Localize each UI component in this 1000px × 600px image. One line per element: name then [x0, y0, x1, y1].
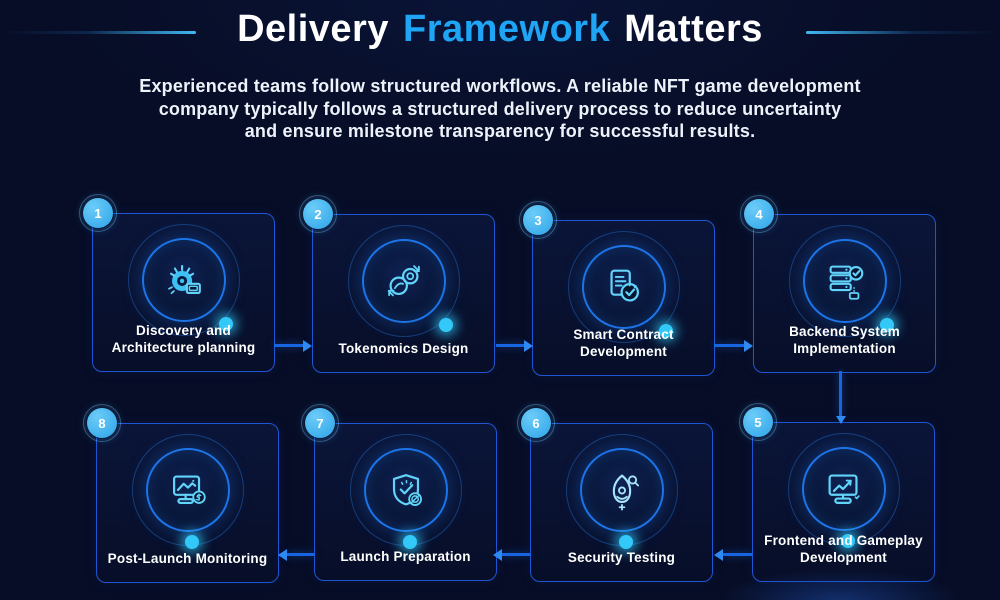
title-decor-line-right	[806, 31, 1000, 34]
launch-shield-icon	[392, 474, 422, 506]
emblem-glow-dot	[402, 535, 417, 549]
step-card-security: 6 Security Testing	[517, 404, 713, 582]
emblem-inner-circle	[145, 448, 230, 532]
emblem-outer-ring	[788, 225, 901, 337]
step-number-badge: 3	[519, 201, 557, 239]
flow-arrow-2-to-3	[496, 344, 524, 347]
emblem-glow-dot	[840, 534, 855, 548]
emblem-outer-ring	[127, 224, 240, 336]
step-label: Discovery and Architecture planning	[111, 323, 256, 355]
step-card-frontend: 5 Frontend and Gameplay Development	[739, 403, 935, 582]
flow-arrow-6-to-7	[502, 553, 530, 556]
step-icon-emblem	[787, 433, 900, 548]
step-number-badge: 7	[301, 404, 339, 442]
step-icon-emblem	[349, 434, 462, 549]
step-label: Frontend and Gameplay Development	[764, 533, 923, 565]
title-word-framework: Framework	[402, 8, 611, 50]
step-label: Smart Contract Development	[573, 327, 674, 359]
emblem-inner-circle	[579, 448, 664, 532]
intro-line-1: Experienced teams follow structured work…	[139, 76, 861, 96]
flow-arrow-7-to-8	[287, 553, 314, 556]
emblem-inner-circle	[802, 239, 887, 323]
emblem-glow-dot	[879, 318, 894, 332]
title-word-matters: Matters	[624, 8, 763, 50]
step-icon-emblem	[131, 434, 244, 549]
emblem-inner-circle	[801, 447, 886, 531]
emblem-glow-dot	[438, 318, 453, 332]
step-label: Launch Preparation	[340, 549, 471, 564]
step-card-post-launch: 8 Post-Launch Monitoring	[83, 404, 279, 583]
smart-contract-document-icon	[609, 269, 639, 302]
emblem-glow-dot	[658, 324, 673, 338]
step-number-badge: 8	[83, 404, 121, 442]
step-icon-emblem	[127, 224, 240, 336]
page-title: Delivery Framework Matters	[0, 8, 1000, 51]
step-card-launch: 7 Launch Preparation	[301, 404, 497, 581]
step-card-tokenomics: 2 Tokenomics Design	[299, 195, 495, 373]
emblem-outer-ring	[567, 231, 680, 343]
step-number-badge: 6	[517, 404, 555, 442]
emblem-glow-dot	[618, 535, 633, 549]
tokenomics-coins-icon	[387, 265, 420, 297]
flow-arrow-4-to-5	[839, 371, 842, 416]
step-number-badge: 2	[299, 195, 337, 233]
emblem-inner-circle	[363, 448, 448, 532]
security-bug-icon	[612, 474, 639, 511]
intro-line-3: and ensure milestone transparency for su…	[244, 121, 756, 141]
step-card-backend: 4	[740, 195, 936, 373]
emblem-inner-circle	[581, 245, 666, 329]
title-decor-line-left	[0, 31, 196, 34]
step-card-discovery: 1 Discovery and Architectur	[79, 194, 275, 372]
step-label: Post-Launch Monitoring	[107, 551, 268, 566]
backend-server-icon	[829, 265, 863, 300]
step-icon-emblem	[567, 231, 680, 343]
step-number-badge: 1	[79, 194, 117, 232]
title-word-delivery: Delivery	[237, 8, 389, 50]
step-icon-emblem	[347, 225, 460, 337]
step-number-badge: 4	[740, 195, 778, 233]
flow-arrow-3-to-4	[714, 344, 744, 347]
step-icon-emblem	[788, 225, 901, 337]
flow-arrow-5-to-6	[723, 553, 752, 556]
emblem-glow-dot	[184, 535, 199, 549]
step-number-badge: 5	[739, 403, 777, 441]
frontend-monitor-icon	[828, 474, 860, 504]
emblem-outer-ring	[347, 225, 460, 337]
step-label: Security Testing	[567, 550, 676, 565]
step-label: Backend System Implementation	[789, 324, 900, 356]
flow-arrow-1-to-2	[274, 344, 303, 347]
step-label: Tokenomics Design	[338, 341, 469, 356]
intro-paragraph: Experienced teams follow structured work…	[0, 75, 1000, 143]
emblem-inner-circle	[141, 238, 226, 322]
emblem-inner-circle	[361, 239, 446, 323]
discovery-gear-icon	[167, 265, 201, 295]
step-icon-emblem	[565, 434, 678, 549]
step-card-smart-contract: 3 Smart Contract Development	[519, 201, 715, 376]
intro-line-2: company typically follows a structured d…	[158, 98, 842, 119]
post-launch-monitor-icon	[172, 475, 206, 505]
emblem-glow-dot	[218, 317, 233, 331]
